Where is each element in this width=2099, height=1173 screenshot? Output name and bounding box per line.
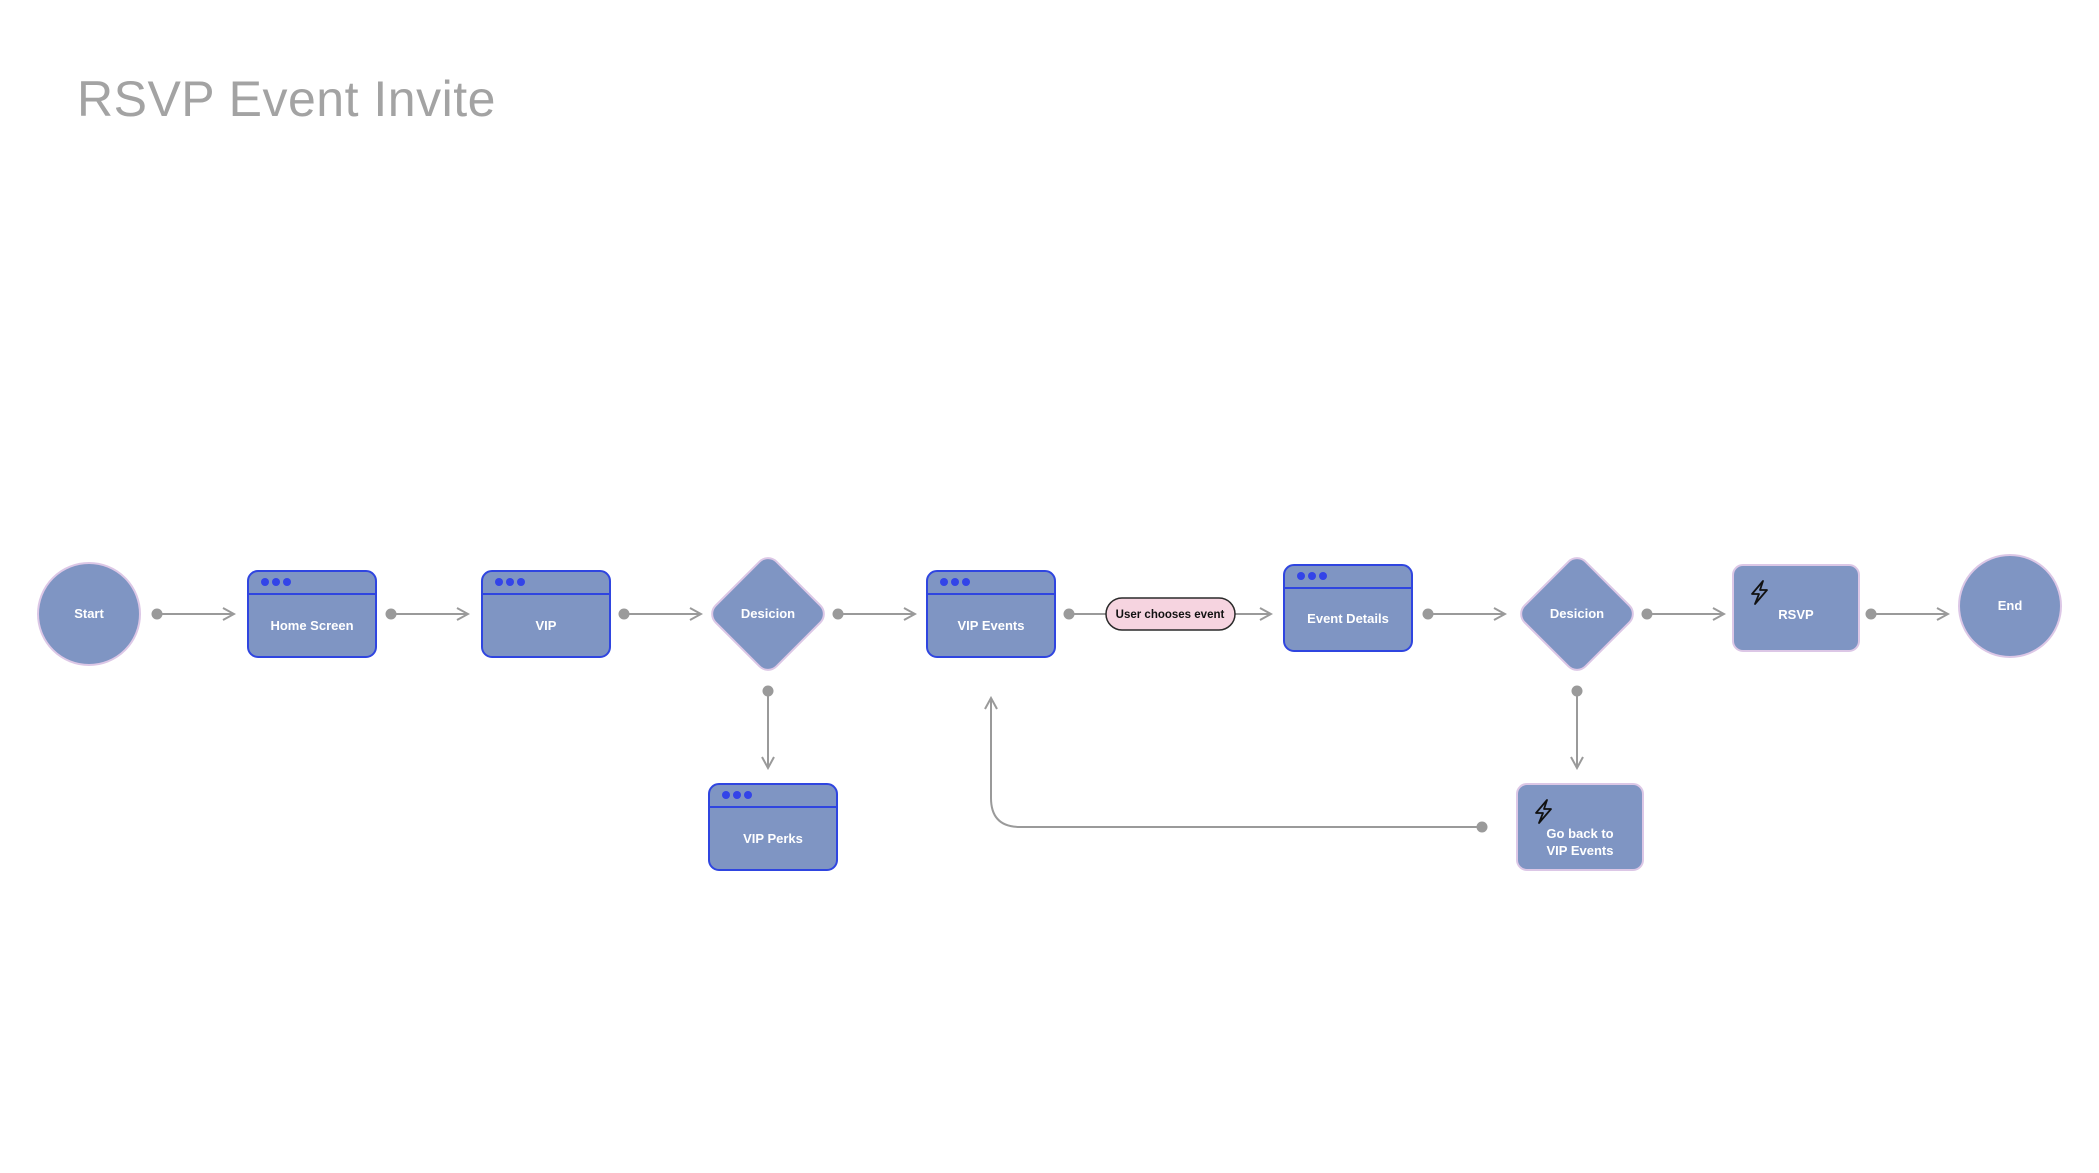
window-dots-icon bbox=[940, 578, 970, 586]
vip-events-label: VIP Events bbox=[958, 618, 1025, 633]
connectors bbox=[151, 608, 1949, 833]
edge-decision1-vipevents[interactable] bbox=[832, 609, 916, 620]
go-back-label-line2: VIP Events bbox=[1547, 843, 1614, 858]
start-node[interactable]: Start bbox=[37, 562, 141, 666]
edge-decision2-rsvp[interactable] bbox=[1641, 609, 1725, 620]
home-screen-label: Home Screen bbox=[270, 618, 353, 633]
rsvp-node[interactable]: RSVP bbox=[1732, 564, 1860, 652]
edge-goback-vipevents[interactable] bbox=[991, 698, 1488, 833]
edge-decision2-goback[interactable] bbox=[1572, 685, 1583, 769]
decision-2-node[interactable]: Desicion bbox=[1516, 553, 1638, 675]
vip-label: VIP bbox=[536, 618, 557, 633]
event-details-node[interactable]: Event Details bbox=[1283, 564, 1413, 652]
window-dots-icon bbox=[722, 791, 752, 799]
window-dots-icon bbox=[1297, 572, 1327, 580]
edge-rsvp-end[interactable] bbox=[1865, 609, 1949, 620]
decision-1-label: Desicion bbox=[741, 606, 795, 621]
decision-2-label: Desicion bbox=[1550, 606, 1604, 621]
window-dots-icon bbox=[495, 578, 525, 586]
vip-events-node[interactable]: VIP Events bbox=[926, 570, 1056, 658]
go-back-node[interactable]: Go back to VIP Events bbox=[1516, 783, 1644, 871]
edge-vipevents-pill[interactable] bbox=[1063, 608, 1107, 620]
edge-decision1-vipperks[interactable] bbox=[763, 685, 774, 769]
window-dots-icon bbox=[261, 578, 291, 586]
edge-eventdetails-decision2[interactable] bbox=[1422, 609, 1506, 620]
user-chooses-event-label: User chooses event bbox=[1116, 609, 1225, 621]
vip-node[interactable]: VIP bbox=[481, 570, 611, 658]
page-title: RSVP Event Invite bbox=[77, 71, 496, 127]
end-node[interactable]: End bbox=[1958, 554, 2062, 658]
rsvp-label: RSVP bbox=[1778, 607, 1814, 622]
lightning-icon bbox=[1751, 580, 1768, 605]
edge-home-vip[interactable] bbox=[385, 609, 469, 620]
lightning-icon bbox=[1535, 799, 1552, 824]
vip-perks-label: VIP Perks bbox=[743, 831, 803, 846]
end-label: End bbox=[1998, 598, 2023, 613]
edge-start-home[interactable] bbox=[151, 609, 235, 620]
go-back-label-line1: Go back to bbox=[1546, 826, 1613, 841]
user-chooses-event-pill[interactable]: User chooses event bbox=[1105, 597, 1236, 631]
decision-1-node[interactable]: Desicion bbox=[707, 553, 829, 675]
vip-perks-node[interactable]: VIP Perks bbox=[708, 783, 838, 871]
home-screen-node[interactable]: Home Screen bbox=[247, 570, 377, 658]
event-details-label: Event Details bbox=[1307, 611, 1389, 626]
start-label: Start bbox=[74, 606, 104, 621]
edge-vip-decision1[interactable] bbox=[618, 609, 702, 620]
